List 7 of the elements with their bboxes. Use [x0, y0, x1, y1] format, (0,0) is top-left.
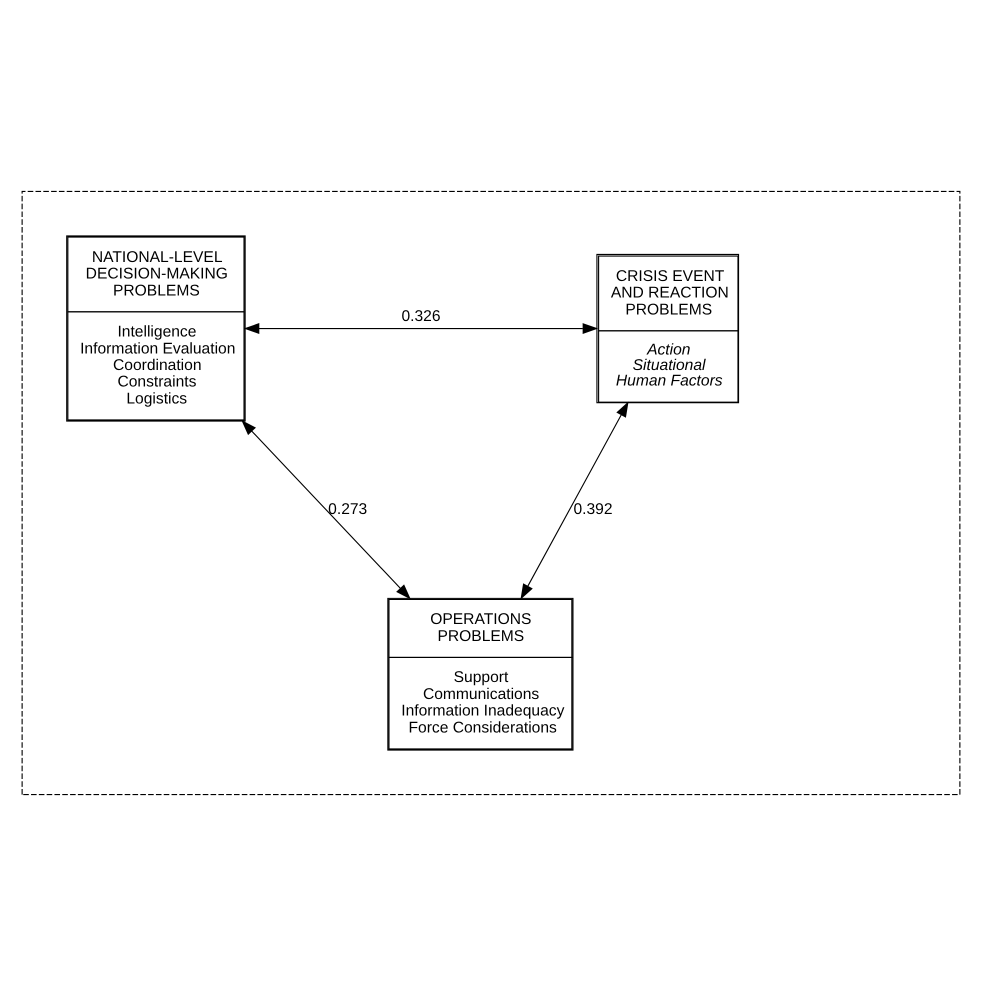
- arrow: [244, 322, 598, 334]
- edge-label: 0.326: [402, 307, 441, 324]
- cluster: [22, 190, 960, 795]
- arrow: [241, 420, 411, 599]
- edge-label: 0.273: [328, 500, 368, 518]
- arrow: [520, 400, 629, 600]
- edge-label: 0.392: [573, 500, 613, 518]
